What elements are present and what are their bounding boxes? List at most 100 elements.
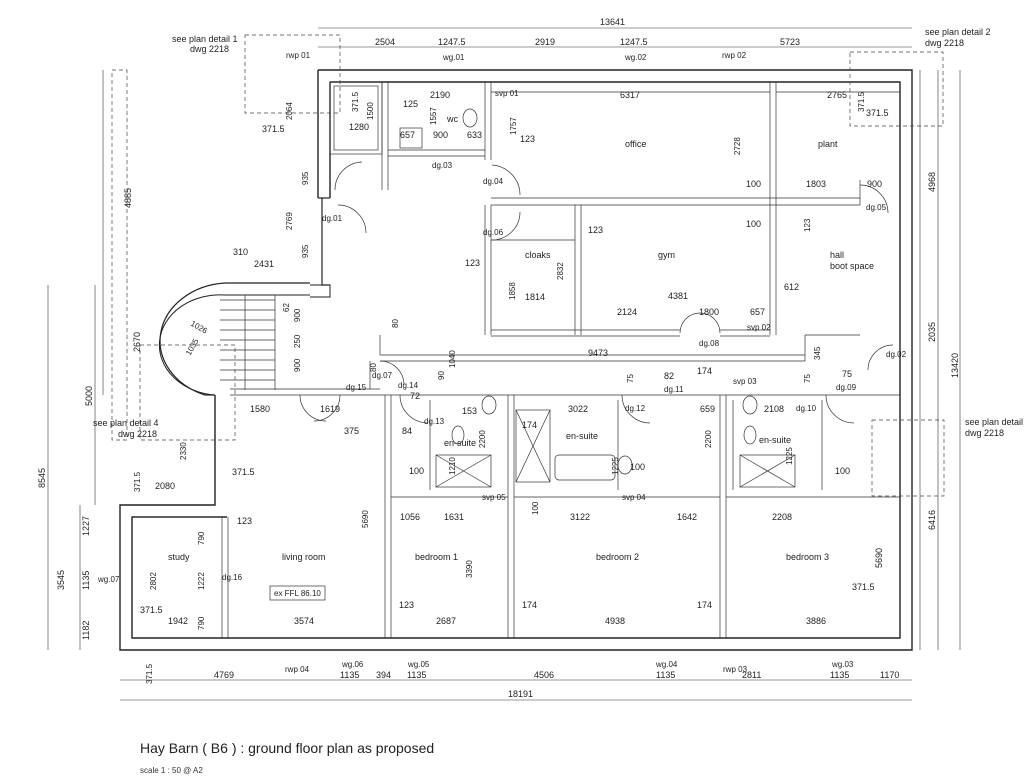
- tag-rwp01: rwp 01: [286, 51, 311, 60]
- room-label-living-room: living room: [282, 552, 326, 562]
- dim-1580: 1580: [250, 404, 270, 414]
- dim-2765: 2765: [827, 90, 847, 100]
- dim-bot-3: 394: [376, 670, 391, 680]
- dim-left-2670: 2670: [132, 332, 142, 352]
- dim-bot-8: 1135: [830, 670, 849, 680]
- room-label-plant: plant: [818, 139, 838, 149]
- dim-100b: 100: [746, 219, 761, 229]
- dim-left-4885: 4885: [123, 188, 133, 208]
- detail-ref-2-line1: see plan detail 2: [925, 27, 991, 37]
- dim-2802: 2802: [149, 572, 158, 590]
- dim-bot-5: 4506: [534, 670, 554, 680]
- dim-1757: 1757: [509, 117, 518, 135]
- room-label-ensuite-2: en-suite: [566, 431, 598, 441]
- dim-310: 310: [233, 247, 248, 257]
- dim-123a: 123: [520, 134, 535, 144]
- dim-900a: 900: [433, 130, 448, 140]
- dim-1225b: 1225: [785, 447, 794, 465]
- dim-72: 72: [410, 391, 420, 401]
- dim-123b: 123: [588, 225, 603, 235]
- dim-1056: 1056: [400, 512, 420, 522]
- dim-371-d: 371.5: [866, 108, 889, 118]
- tag-svp02: svp 02: [747, 323, 771, 332]
- dim-2200b: 2200: [704, 430, 713, 448]
- dim-371-b: 371.5: [262, 124, 285, 134]
- dim-bot-10: 371.5: [145, 663, 154, 684]
- dim-375: 375: [344, 426, 359, 436]
- tag-dg12: dg.12: [625, 404, 646, 413]
- dim-80a: 80: [391, 319, 400, 328]
- dim-1642: 1642: [677, 512, 697, 522]
- detail-ref-3-line1: see plan detail: [965, 417, 1023, 427]
- dim-174b: 174: [522, 600, 537, 610]
- dim-1631: 1631: [444, 512, 464, 522]
- dim-left-1135: 1135: [81, 571, 91, 590]
- dim-790a: 790: [197, 531, 206, 545]
- tag-dg10: dg.10: [796, 404, 817, 413]
- dim-174c: 174: [697, 600, 712, 610]
- dim-right-13420: 13420: [950, 353, 960, 378]
- dim-left-5000: 5000: [84, 386, 94, 406]
- tag-wg05: wg.05: [407, 660, 430, 669]
- dim-1222: 1222: [197, 572, 206, 590]
- dim-top-1: 2504: [375, 37, 395, 47]
- room-label-cloaks: cloaks: [525, 250, 551, 260]
- tag-svp01: svp 01: [495, 89, 519, 98]
- dim-3122: 3122: [570, 512, 590, 522]
- detail-ref-2-line2: dwg 2218: [925, 38, 964, 48]
- dim-3390: 3390: [465, 560, 474, 578]
- tag-wg01: wg.01: [442, 53, 465, 62]
- dim-371-g: 371.5: [140, 605, 163, 615]
- dim-100d: 100: [630, 462, 645, 472]
- dim-3574: 3574: [294, 616, 314, 626]
- dim-153: 153: [462, 406, 477, 416]
- tag-svp05: svp 05: [482, 493, 506, 502]
- room-label-office: office: [625, 139, 646, 149]
- dim-2728: 2728: [733, 137, 742, 155]
- dim-371-a: 371.5: [351, 91, 360, 112]
- room-label-ensuite-1: en-suite: [444, 438, 476, 448]
- dim-bot-2: 1135: [340, 670, 359, 680]
- dim-bot-4: 1135: [407, 670, 426, 680]
- detail-ref-3-line2: dwg 2218: [965, 428, 1004, 438]
- tag-wg03: wg.03: [831, 660, 854, 669]
- dim-5690: 5690: [361, 510, 370, 528]
- tag-dg06: dg.06: [483, 228, 504, 237]
- tag-rwp03: rwp 03: [723, 665, 748, 674]
- detail-ref-4-line2: dwg 2218: [118, 429, 157, 439]
- dim-900d: 900: [293, 358, 302, 372]
- tag-dg07: dg.07: [372, 371, 393, 380]
- dim-2330: 2330: [179, 442, 188, 460]
- dim-bot-1: 4769: [214, 670, 234, 680]
- dim-633: 633: [467, 130, 482, 140]
- dim-612: 612: [784, 282, 799, 292]
- dim-123c: 123: [465, 258, 480, 268]
- ffl-level-label: ex FFL 86.10: [274, 589, 321, 598]
- dim-82: 82: [664, 371, 674, 381]
- dim-2108: 2108: [764, 404, 784, 414]
- dim-75c: 75: [842, 369, 852, 379]
- room-label-boot-space: boot space: [830, 261, 874, 271]
- dim-3022: 3022: [568, 404, 588, 414]
- dim-2080: 2080: [155, 481, 175, 491]
- dim-4938: 4938: [605, 616, 625, 626]
- dim-174d: 174: [697, 366, 712, 376]
- dim-250: 250: [293, 334, 302, 348]
- drawing-scale: scale 1 : 50 @ A2: [140, 766, 203, 775]
- dim-2687: 2687: [436, 616, 456, 626]
- tag-rwp02: rwp 02: [722, 51, 747, 60]
- dim-123d: 123: [803, 218, 812, 232]
- dim-1814: 1814: [525, 292, 545, 302]
- detail-ref-4-line1: see plan detail 4: [93, 418, 159, 428]
- dim-left-1227: 1227: [81, 516, 91, 536]
- dim-371-e: 371.5: [232, 467, 255, 477]
- dim-900b: 900: [867, 179, 882, 189]
- dim-659: 659: [700, 404, 715, 414]
- tag-rwp04: rwp 04: [285, 665, 310, 674]
- tag-dg04: dg.04: [483, 177, 504, 186]
- component-tags: wg.01 wg.02 wg.03 wg.04 wg.05 wg.06 wg.0…: [97, 51, 907, 674]
- dim-2431: 2431: [254, 259, 274, 269]
- dim-2124: 2124: [617, 307, 637, 317]
- dim-900c: 900: [293, 308, 302, 322]
- dim-174a: 174: [522, 420, 537, 430]
